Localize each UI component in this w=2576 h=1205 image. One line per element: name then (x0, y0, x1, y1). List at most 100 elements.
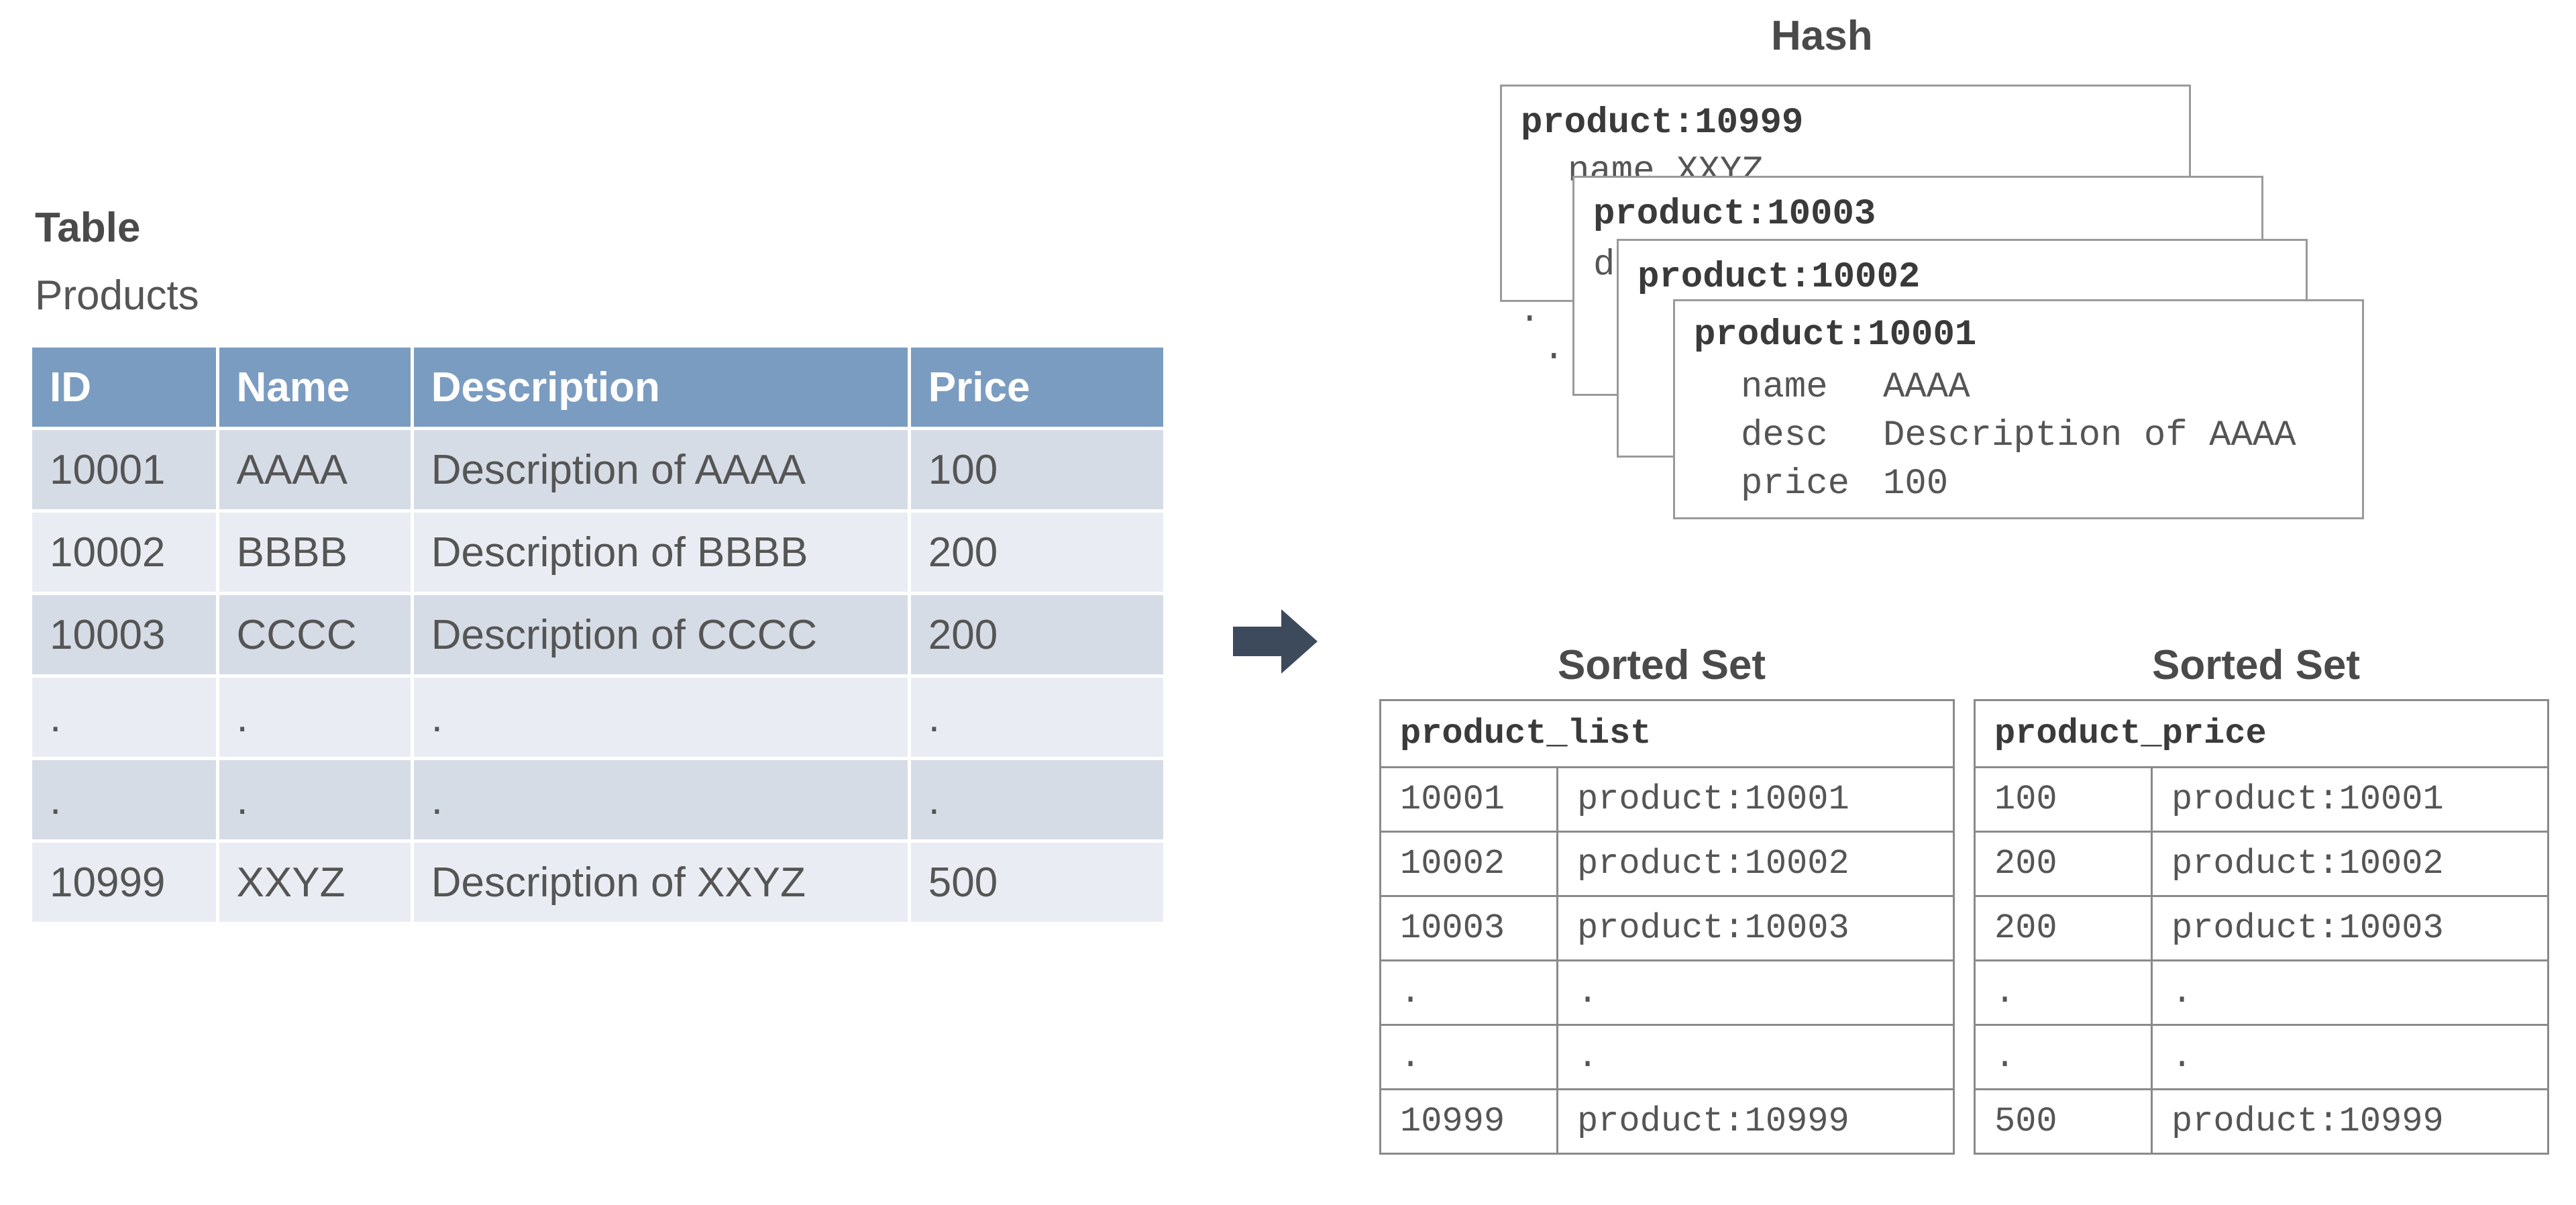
sorted-set-member: product:10999 (2151, 1088, 2549, 1155)
hash-key: product:10001 (1694, 315, 1977, 356)
sorted-set-score: . (1974, 1024, 2153, 1090)
sorted-set-key-row: product_price (1974, 699, 2549, 768)
sorted-set-key-row: product_list (1379, 699, 1955, 768)
hash-field-value: 100 (1883, 464, 1949, 505)
cell-description: Description of CCCC (413, 595, 908, 674)
hash-field: price 100 (1741, 464, 1948, 505)
cell-price: 500 (910, 843, 1163, 922)
hash-key: product:10999 (1521, 103, 1804, 144)
hash-field-name: name (1741, 367, 1828, 408)
sorted-set-row: 10001 product:10001 (1379, 766, 1955, 833)
sorted-set-row: 500 product:10999 (1974, 1088, 2549, 1155)
sorted-set-title: Sorted Set (1558, 642, 1766, 688)
sorted-set-score: 10001 (1379, 766, 1558, 833)
sorted-set-score: 10999 (1379, 1088, 1558, 1155)
cell-price: 200 (910, 513, 1163, 592)
cell-description: . (413, 678, 908, 757)
cell-description: . (413, 760, 908, 839)
table-row: 10001 AAAA Description of AAAA 100 (32, 430, 1163, 509)
sorted-set-score: . (1379, 1024, 1558, 1090)
column-header-description: Description (413, 348, 908, 427)
cell-description: Description of BBBB (413, 513, 908, 592)
cell-id: . (32, 760, 216, 839)
sorted-set-score: . (1379, 959, 1558, 1026)
column-header-name: Name (219, 348, 411, 427)
sorted-set-member: . (2151, 959, 2549, 1026)
hash-field-value: AAAA (1883, 367, 1970, 408)
hash-field: name AAAA (1741, 367, 1970, 408)
table-row: 10002 BBBB Description of BBBB 200 (32, 513, 1163, 592)
hash-card: product:10001 name AAAA desc Description o… (1673, 299, 2364, 519)
sorted-set-row: . . (1974, 959, 2549, 1026)
cell-price: 100 (910, 430, 1163, 509)
sorted-set-table-product-price: product_price 100 product:10001 200 prod… (1974, 699, 2549, 1155)
table-header-row: ID Name Description Price (32, 348, 1163, 427)
hash-field-name: desc (1741, 415, 1828, 456)
cell-name: BBBB (219, 513, 411, 592)
table-heading: Table (35, 205, 141, 251)
column-header-id: ID (32, 348, 216, 427)
cell-id: 10001 (32, 430, 216, 509)
sorted-set-table-product-list: product_list 10001 product:10001 10002 p… (1379, 699, 1955, 1155)
sorted-set-score: . (1974, 959, 2153, 1026)
sorted-set-member: . (1556, 1024, 1955, 1090)
table-row: 10999 XXYZ Description of XXYZ 500 (32, 843, 1163, 922)
hash-field-value: Description of AAAA (1883, 415, 2296, 456)
cell-name: AAAA (219, 430, 411, 509)
hash-key: product:10002 (1638, 257, 1921, 298)
column-header-price: Price (910, 348, 1163, 427)
cell-name: . (219, 760, 411, 839)
sorted-set-key: product_list (1379, 699, 1955, 768)
cell-name: CCCC (219, 595, 411, 674)
hash-key: product:10003 (1593, 194, 1876, 235)
table-row: . . . . (32, 678, 1163, 757)
cell-name: XXYZ (219, 843, 411, 922)
sorted-set-score: 100 (1974, 766, 2153, 833)
sorted-set-score: 200 (1974, 831, 2153, 897)
sorted-set-row: 100 product:10001 (1974, 766, 2549, 833)
sorted-set-member: product:10002 (2151, 831, 2549, 897)
sorted-set-row: 10002 product:10002 (1379, 831, 1955, 897)
sorted-set-key: product_price (1974, 699, 2549, 768)
cell-description: Description of XXYZ (413, 843, 908, 922)
cell-id: . (32, 678, 216, 757)
hash-field-peek: d (1593, 245, 1615, 286)
sorted-set-row: 200 product:10002 (1974, 831, 2549, 897)
table-row: . . . . (32, 760, 1163, 839)
sorted-set-row: . . (1379, 1024, 1955, 1090)
sorted-set-member: product:10001 (1556, 766, 1955, 833)
sorted-set-score: 200 (1974, 895, 2153, 961)
sorted-set-row: 10999 product:10999 (1379, 1088, 1955, 1155)
sorted-set-score: 10002 (1379, 831, 1558, 897)
hash-title: Hash (1771, 13, 1873, 59)
sorted-set-member: product:10999 (1556, 1088, 1955, 1155)
cell-price: . (910, 760, 1163, 839)
cell-id: 10999 (32, 843, 216, 922)
sorted-set-member: product:10002 (1556, 831, 1955, 897)
table-row: 10003 CCCC Description of CCCC 200 (32, 595, 1163, 674)
ellipsis-dot: . (1543, 329, 1565, 370)
sorted-set-member: product:10003 (2151, 895, 2549, 961)
sorted-set-member: . (2151, 1024, 2549, 1090)
table-name: Products (35, 272, 199, 319)
products-table: ID Name Description Price 10001 AAAA Des… (29, 344, 1167, 925)
cell-id: 10003 (32, 595, 216, 674)
cell-description: Description of AAAA (413, 430, 908, 509)
cell-price: . (910, 678, 1163, 757)
sorted-set-member: product:10003 (1556, 895, 1955, 961)
sorted-set-row: . . (1379, 959, 1955, 1026)
hash-field: desc Description of AAAA (1741, 415, 2296, 456)
sorted-set-row: . . (1974, 1024, 2549, 1090)
cell-price: 200 (910, 595, 1163, 674)
cell-id: 10002 (32, 513, 216, 592)
sorted-set-row: 10003 product:10003 (1379, 895, 1955, 961)
sorted-set-row: 200 product:10003 (1974, 895, 2549, 961)
sorted-set-member: product:10001 (2151, 766, 2549, 833)
cell-name: . (219, 678, 411, 757)
sorted-set-title: Sorted Set (2152, 642, 2361, 688)
sorted-set-member: . (1556, 959, 1955, 1026)
sorted-set-score: 10003 (1379, 895, 1558, 961)
right-arrow-icon (1233, 609, 1318, 674)
sorted-set-score: 500 (1974, 1088, 2153, 1155)
hash-field-name: price (1741, 464, 1850, 505)
